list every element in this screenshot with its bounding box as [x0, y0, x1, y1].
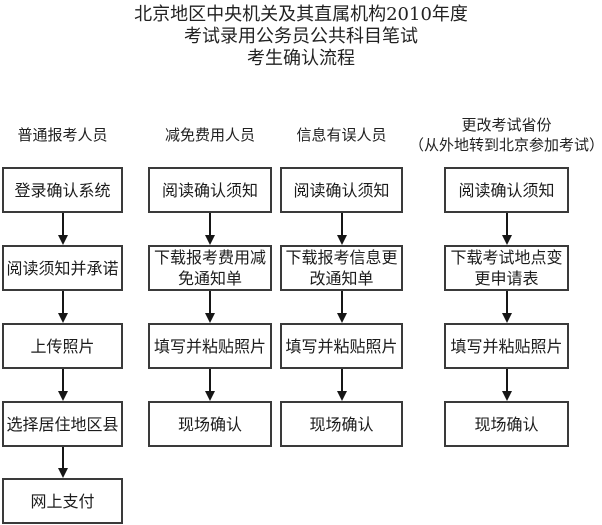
arrow-down-icon [280, 291, 403, 323]
arrow-down-icon [2, 369, 123, 401]
arrow-stem [505, 369, 508, 391]
arrow-head [57, 468, 68, 478]
arrow-head [57, 313, 68, 323]
arrow-stem [209, 291, 211, 313]
arrow-stem [340, 369, 343, 391]
arrow-down-icon [2, 213, 123, 245]
flow-step-box: 现场确认 [148, 401, 272, 447]
flow-step-box: 下载考试地点变 更申请表 [444, 245, 569, 291]
column-header: 减免费用人员 [164, 125, 255, 144]
arrow-head [336, 235, 347, 245]
flow-step-box: 阅读确认须知 [148, 167, 272, 213]
arrow-down-icon [148, 291, 272, 323]
arrow-stem [61, 291, 64, 313]
flow-step-box: 下载报考费用减 免通知单 [148, 245, 272, 291]
arrow-head [336, 391, 347, 401]
arrow-head [205, 235, 215, 245]
arrow-down-icon [280, 369, 403, 401]
flow-step-box: 阅读确认须知 [444, 167, 569, 213]
flow-step-box: 选择居住地区县 [2, 401, 123, 447]
arrow-stem [209, 213, 211, 235]
arrow-down-icon [148, 369, 272, 401]
arrow-down-icon [444, 369, 569, 401]
column-header: 信息有误人员 [296, 125, 387, 144]
arrow-head [205, 391, 215, 401]
flow-step-box: 阅读确认须知 [280, 167, 403, 213]
flow-step-box: 填写并粘贴照片 [148, 323, 272, 369]
flow-step-box: 下载报考信息更 改通知单 [280, 245, 403, 291]
arrow-head [57, 235, 68, 245]
arrow-down-icon [444, 213, 569, 245]
title-line-3: 考生确认流程 [247, 48, 355, 69]
title-line-1: 北京地区中央机关及其直属机构2010年度 [134, 4, 468, 25]
flow-step-box: 填写并粘贴照片 [280, 323, 403, 369]
flow-step-box: 填写并粘贴照片 [444, 323, 569, 369]
arrow-head [501, 391, 512, 401]
title-line-2: 考试录用公务员公共科目笔试 [184, 26, 418, 47]
arrow-head [336, 313, 347, 323]
arrow-stem [505, 291, 508, 313]
arrow-head [501, 235, 512, 245]
flow-column-fee-waiver: 减免费用人员 阅读确认须知 下载报考费用减 免通知单 填写并粘贴照片 现场确认 [148, 108, 272, 447]
flow-column-incorrect-info: 信息有误人员 阅读确认须知 下载报考信息更 改通知单 填写并粘贴照片 现场确认 [280, 108, 403, 447]
arrow-down-icon [2, 291, 123, 323]
arrow-stem [61, 213, 64, 235]
arrow-down-icon [444, 291, 569, 323]
arrow-down-icon [280, 213, 403, 245]
flow-step-box: 阅读须知并承诺 [2, 245, 123, 291]
arrow-down-icon [148, 213, 272, 245]
column-header: 更改考试省份 （从外地转到北京参加考试） [408, 115, 602, 154]
arrow-head [57, 391, 68, 401]
arrow-head [205, 313, 215, 323]
arrow-down-icon [2, 447, 123, 478]
flow-step-box: 现场确认 [444, 401, 569, 447]
arrow-stem [505, 213, 508, 235]
arrow-head [501, 313, 512, 323]
flow-step-box: 现场确认 [280, 401, 403, 447]
flow-step-box: 上传照片 [2, 323, 123, 369]
page-title: 北京地区中央机关及其直属机构2010年度 考试录用公务员公共科目笔试 考生确认流… [0, 4, 602, 70]
flow-step-box: 登录确认系统 [2, 167, 123, 213]
flow-step-box: 网上支付 [2, 478, 123, 524]
column-header: 普通报考人员 [17, 125, 108, 144]
arrow-stem [340, 291, 343, 313]
arrow-stem [61, 447, 64, 468]
flow-column-normal-applicants: 普通报考人员 登录确认系统 阅读须知并承诺 上传照片 选择居住地区县 网上支付 [2, 108, 123, 524]
flow-column-change-province: 更改考试省份 （从外地转到北京参加考试） 阅读确认须知 下载考试地点变 更申请表… [409, 108, 602, 447]
arrow-stem [340, 213, 343, 235]
arrow-stem [209, 369, 211, 391]
arrow-stem [61, 369, 64, 391]
